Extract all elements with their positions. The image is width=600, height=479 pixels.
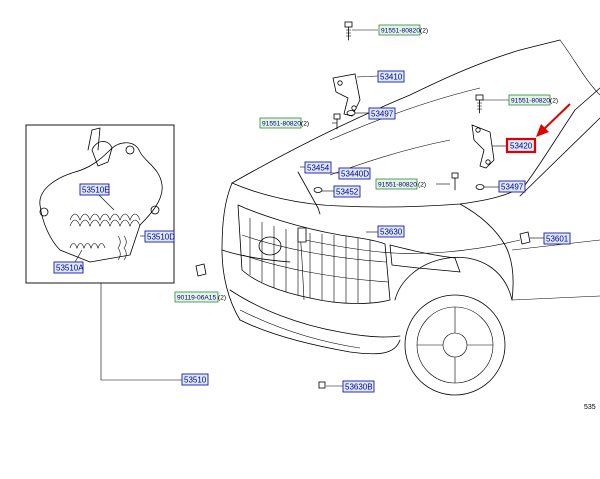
- svg-text:53630B: 53630B: [345, 383, 373, 392]
- part-labels: 91551-80820 (2) 53410 53497 91551-80820 …: [53, 24, 571, 393]
- svg-text:91551-80820: 91551-80820: [262, 121, 301, 128]
- hood-hinge-left: [332, 73, 361, 117]
- svg-text:53452: 53452: [336, 188, 359, 197]
- svg-text:53510: 53510: [184, 376, 207, 385]
- svg-text:53454: 53454: [307, 164, 330, 173]
- label-91551-left[interactable]: 91551-80820 (2): [259, 117, 309, 129]
- label-53510D[interactable]: 53510D: [144, 230, 175, 243]
- svg-text:53440D: 53440D: [341, 170, 369, 179]
- svg-text:53410: 53410: [380, 73, 403, 82]
- svg-text:(2): (2): [301, 121, 309, 128]
- bolt-top: [344, 21, 353, 41]
- label-53510E[interactable]: 53510E: [79, 183, 110, 196]
- svg-text:91551-80820: 91551-80820: [381, 28, 420, 35]
- label-53510[interactable]: 53510: [181, 373, 209, 386]
- label-53630B[interactable]: 53630B: [342, 380, 375, 393]
- label-91551-mid[interactable]: 91551-80820 (2): [375, 178, 426, 190]
- bolt-left: [333, 113, 341, 130]
- label-90119[interactable]: 90119-06A15 (2): [174, 291, 226, 303]
- svg-text:53510E: 53510E: [82, 186, 110, 195]
- svg-text:91551-80820: 91551-80820: [378, 182, 417, 189]
- label-53454[interactable]: 53454: [304, 161, 332, 174]
- label-53440D[interactable]: 53440D: [338, 167, 371, 180]
- label-53410[interactable]: 53410: [377, 70, 405, 83]
- latch-detail-inset: [25, 124, 175, 284]
- label-91551-right[interactable]: 91551-80820 (2): [508, 94, 558, 106]
- bolt-mid: [451, 172, 459, 191]
- label-91551-top[interactable]: 91551-80820 (2): [378, 24, 428, 36]
- label-53452[interactable]: 53452: [333, 185, 361, 198]
- svg-text:(2): (2): [418, 182, 426, 189]
- svg-text:53510A: 53510A: [56, 264, 84, 273]
- svg-text:(2): (2): [420, 28, 428, 35]
- grommet-parts: [195, 110, 531, 389]
- svg-text:(2): (2): [218, 295, 226, 302]
- label-53497-left[interactable]: 53497: [368, 107, 396, 120]
- label-53420-highlighted[interactable]: 53420: [505, 137, 537, 154]
- svg-text:53601: 53601: [546, 235, 569, 244]
- bolt-right: [475, 94, 484, 114]
- svg-text:(2): (2): [550, 98, 558, 105]
- svg-text:90119-06A15: 90119-06A15: [177, 295, 216, 302]
- svg-text:53420: 53420: [510, 142, 533, 151]
- hood-hinge-right: [471, 124, 495, 169]
- svg-text:53497: 53497: [501, 183, 524, 192]
- label-53497-right[interactable]: 53497: [498, 180, 526, 193]
- label-53630[interactable]: 53630: [377, 225, 405, 238]
- vehicle-outline: [221, 39, 600, 396]
- svg-text:53630: 53630: [380, 228, 403, 237]
- corner-ref-number: 535: [584, 404, 596, 411]
- svg-text:53510D: 53510D: [147, 233, 175, 242]
- svg-text:91551-80820: 91551-80820: [511, 98, 550, 105]
- label-53510A[interactable]: 53510A: [53, 261, 84, 274]
- label-53601[interactable]: 53601: [543, 232, 571, 245]
- svg-text:53497: 53497: [371, 110, 394, 119]
- highlight-arrow: [536, 103, 571, 137]
